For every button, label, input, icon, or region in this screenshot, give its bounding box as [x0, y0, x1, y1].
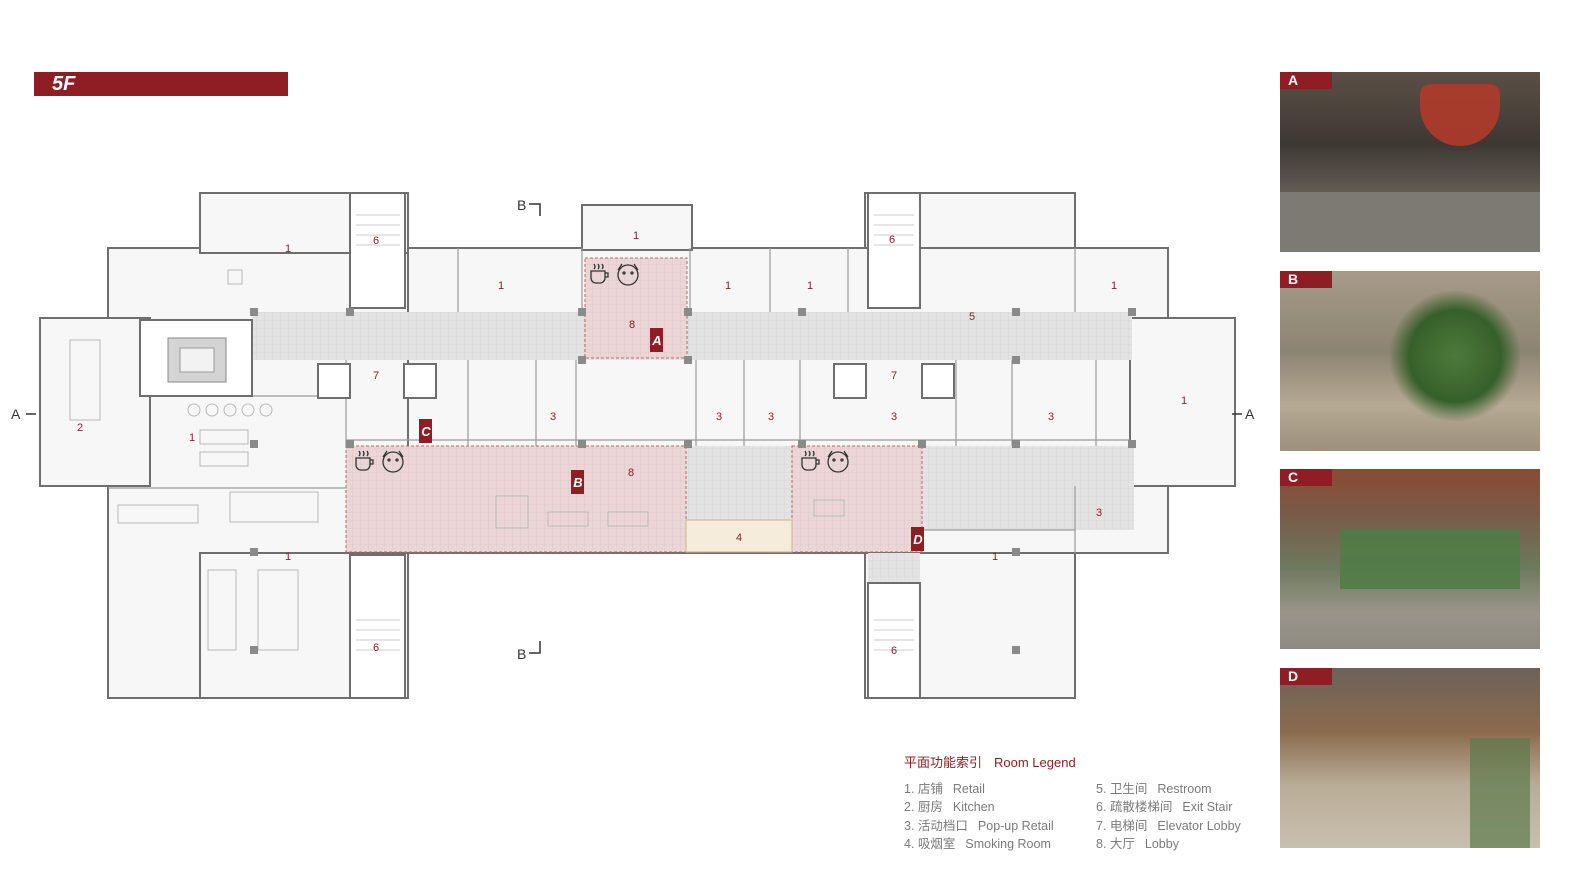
room-number: 3: [891, 411, 897, 423]
furniture: [69, 269, 845, 651]
room-number: 5: [969, 311, 975, 323]
room-number: 1: [189, 432, 195, 444]
photo-tag: B: [1280, 271, 1332, 288]
lobby-zone-d: [791, 445, 923, 553]
partitions: [108, 248, 1130, 553]
room-number: 4: [736, 532, 742, 544]
room-number: 3: [1096, 507, 1102, 519]
coffee-icon: [801, 450, 820, 471]
view-marker-d: D: [911, 527, 924, 551]
svg-text:A: A: [1245, 406, 1255, 422]
svg-text:B: B: [517, 197, 526, 213]
structural-columns: [250, 308, 1136, 654]
photo-tag: C: [1280, 469, 1332, 486]
dog-icon: [382, 450, 404, 473]
photo-d: D: [1280, 668, 1540, 848]
lobby-zone-a: [584, 257, 688, 359]
room-number: 1: [285, 551, 291, 563]
legend-title: 平面功能索引 Room Legend: [904, 752, 1088, 771]
section-mark-b-top: B: [517, 197, 541, 216]
section-mark-a-right: A: [1232, 406, 1255, 422]
coffee-icon: [355, 450, 374, 471]
room-number: 3: [768, 411, 774, 423]
room-number: 1: [633, 230, 639, 242]
room-number: 1: [285, 243, 291, 255]
legend-title-en: Room Legend: [994, 755, 1076, 770]
floor-label: 5F: [34, 72, 288, 96]
photo-tag: A: [1280, 72, 1332, 89]
plant-cluster: [1390, 291, 1520, 421]
view-marker-b: B: [571, 470, 584, 494]
photo-tag: D: [1280, 668, 1332, 685]
photo-b: B: [1280, 271, 1540, 451]
room-number: 6: [889, 234, 895, 246]
corridor-north: [252, 312, 1132, 360]
room-number: 1: [725, 280, 731, 292]
room-number: 6: [373, 235, 379, 247]
room-number: 8: [629, 319, 635, 331]
floor-plan: 1 6 1 1 1 1 6 5 1 8 7 7 2 1 3 3 3 3 3 1 …: [11, 192, 1255, 699]
room-number: 1: [1111, 280, 1117, 292]
dog-icon: [827, 450, 849, 473]
room-number: 6: [373, 642, 379, 654]
stair-treads: [356, 214, 914, 651]
smoking-room: [685, 519, 793, 553]
lobby-zone-b: [345, 445, 687, 553]
room-number: 3: [1048, 411, 1054, 423]
svg-text:A: A: [651, 333, 661, 348]
room-number: 6: [891, 645, 897, 657]
room-number: 7: [373, 370, 379, 382]
svg-text:B: B: [573, 475, 582, 490]
svg-text:B: B: [517, 646, 526, 662]
svg-text:C: C: [421, 424, 431, 439]
room-numbers: 1 6 1 1 1 1 6 5 1 8 7 7 2 1 3 3 3 3 3 1 …: [77, 230, 1187, 657]
stair-cores: [139, 192, 955, 699]
room-number: 1: [807, 280, 813, 292]
section-mark-a-left: A: [11, 406, 36, 422]
svg-text:D: D: [913, 532, 923, 547]
red-lamp: [1420, 84, 1500, 146]
view-marker-a: A: [650, 328, 663, 352]
photo-c: C: [1280, 469, 1540, 649]
room-number: 8: [628, 467, 634, 479]
photo-a: A: [1280, 72, 1540, 252]
room-number: 3: [550, 411, 556, 423]
section-mark-b-bottom: B: [517, 641, 541, 662]
room-number: 1: [992, 551, 998, 563]
coffee-icon: [590, 263, 609, 284]
view-marker-c: C: [419, 419, 432, 443]
room-number: 1: [498, 280, 504, 292]
legend-title-cn: 平面功能索引: [904, 755, 983, 770]
dog-icon: [617, 263, 639, 286]
room-number: 3: [716, 411, 722, 423]
room-number: 2: [77, 422, 83, 434]
svg-text:A: A: [11, 406, 21, 422]
room-number: 7: [891, 370, 897, 382]
room-number: 1: [1181, 395, 1187, 407]
corridor-link: [868, 553, 920, 583]
